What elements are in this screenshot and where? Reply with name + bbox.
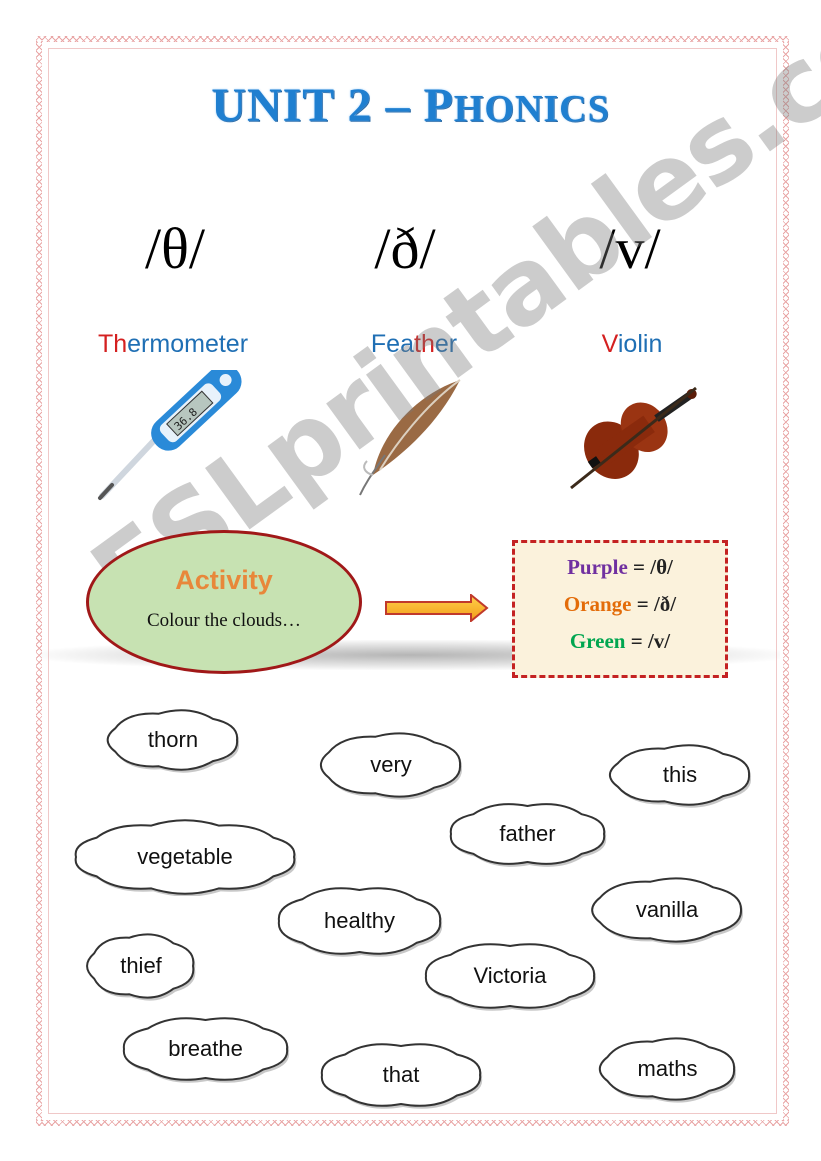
cloud-thief[interactable]: thief (83, 931, 199, 1001)
phoneme-theta: /θ/ (144, 216, 205, 281)
cloud-label: vanilla (635, 897, 699, 922)
cloud-label: maths (637, 1056, 698, 1081)
cloud-thorn[interactable]: thorn (103, 707, 243, 773)
key-purple: Purple = /θ/ (567, 555, 673, 579)
cloud-vanilla[interactable]: vanilla (587, 875, 747, 945)
cloud-that[interactable]: that (316, 1040, 486, 1110)
cloud-shape (86, 933, 196, 1001)
phoneme-eth: /ð/ (374, 216, 436, 281)
cloud-shape (106, 709, 240, 773)
cloud-shape (74, 819, 297, 896)
cloud-shape (277, 887, 443, 957)
activity-heading: Activity (175, 565, 273, 595)
cloud-healthy[interactable]: healthy (273, 884, 446, 958)
cloud-label: breathe (168, 1036, 243, 1061)
cloud-label: thief (120, 953, 162, 978)
thermometer-image: 36.8 (98, 370, 242, 500)
cloud-shape (424, 943, 597, 1011)
violin-image (570, 386, 697, 490)
cloud-shape (319, 732, 463, 800)
cloud-shape (122, 1017, 290, 1083)
cloud-shape (608, 744, 752, 808)
cloud-shape (598, 1037, 737, 1103)
cloud-shape (320, 1043, 483, 1109)
cloud-shape (449, 803, 607, 867)
cloud-label: Victoria (473, 963, 547, 988)
cloud-this[interactable]: this (605, 742, 755, 808)
word-feather: Feather (370, 330, 458, 358)
cloud-label: father (499, 821, 556, 846)
cloud-victoria[interactable]: Victoria (420, 940, 600, 1012)
cloud-label: healthy (324, 908, 395, 933)
page-title: UNIT 2 – PHONICS (211, 79, 610, 132)
cloud-breathe[interactable]: breathe (118, 1014, 293, 1084)
activity-instruction: Colour the clouds… (146, 610, 302, 631)
cloud-vegetable[interactable]: vegetable (70, 818, 300, 896)
arrow-icon (385, 594, 489, 622)
cloud-label: this (662, 762, 698, 787)
cloud-label: thorn (147, 727, 199, 752)
cloud-father[interactable]: father (445, 800, 610, 868)
word-thermometer: Thermometer (97, 330, 249, 358)
cloud-label: vegetable (137, 844, 233, 869)
feather-image (359, 379, 461, 496)
key-orange: Orange = /ð/ (563, 592, 677, 616)
word-violin: Violin (601, 330, 663, 358)
cloud-very[interactable]: very (316, 730, 466, 800)
cloud-label: that (382, 1062, 420, 1087)
key-green: Green = /v/ (569, 629, 671, 653)
cloud-maths[interactable]: maths (595, 1035, 740, 1103)
colour-key: Purple = /θ/ Orange = /ð/ Green = /v/ (512, 540, 728, 678)
page-border-inner (48, 48, 777, 1114)
cloud-shape (591, 877, 744, 945)
activity-bubble: Activity Colour the clouds… (86, 530, 362, 674)
phoneme-v: /v/ (599, 216, 661, 281)
cloud-label: very (370, 752, 412, 777)
